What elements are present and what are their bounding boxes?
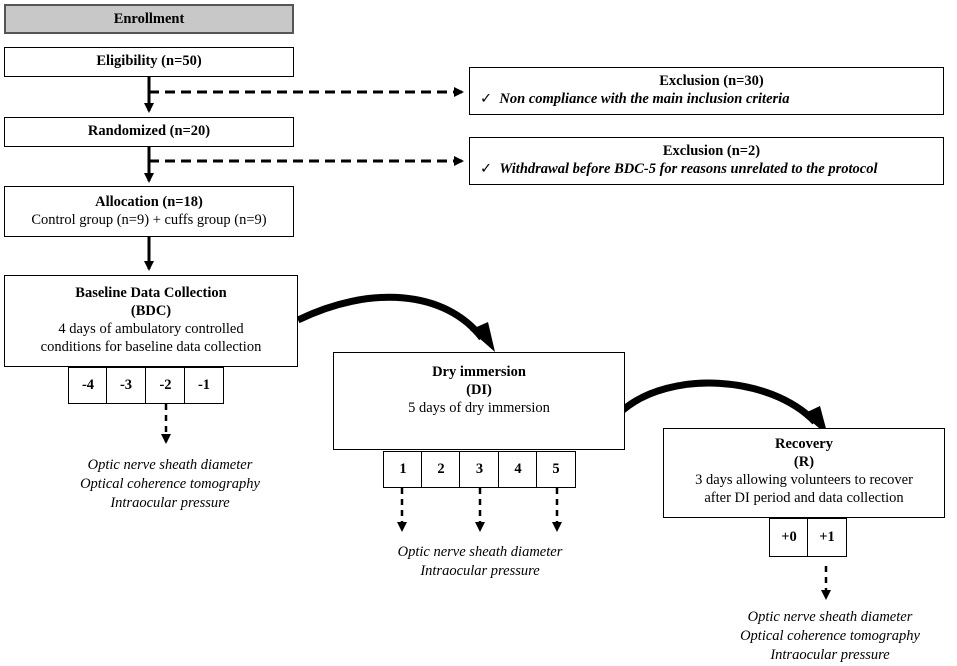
exclusion2-title: Exclusion (n=2) [662,143,761,159]
di-title: Dry immersion [432,364,526,380]
recovery-line2: after DI period and data collection [704,490,904,506]
bdc-day: -4 [68,367,108,404]
bdc-line1: 4 days of ambulatory controlled [58,321,244,337]
recovery-day: +1 [807,518,847,557]
recovery-title: Recovery [775,436,833,452]
exclusion2-text: Withdrawal before BDC-5 for reasons unre… [499,161,878,177]
enrollment-title: Enrollment [113,11,185,27]
bdc-measures: Optic nerve sheath diameter Optical cohe… [40,456,300,513]
bdc-day: -2 [145,367,186,404]
bdc-title: Baseline Data Collection [75,285,227,301]
bdc-day: -3 [106,367,146,404]
di-day: 5 [536,451,576,488]
recovery-abbr: (R) [793,454,815,470]
di-day: 4 [498,451,538,488]
measure-onsd: Optic nerve sheath diameter [87,457,253,473]
di-line1: 5 days of dry immersion [408,400,550,416]
allocation-box: Allocation (n=18) Control group (n=9) + … [4,186,294,237]
allocation-title: Allocation (n=18) [95,194,203,210]
di-day: 1 [383,451,423,488]
measure-onsd: Optic nerve sheath diameter [747,609,913,625]
bdc-box: Baseline Data Collection (BDC) 4 days of… [4,275,298,367]
check-icon: ✓ [480,161,493,177]
di-box: Dry immersion (DI) 5 days of dry immersi… [333,352,625,450]
measure-oct: Optical coherence tomography [740,628,920,644]
measure-iop: Intraocular pressure [110,495,230,511]
measure-onsd: Optic nerve sheath diameter [397,544,563,560]
allocation-text: Control group (n=9) + cuffs group (n=9) [31,212,267,228]
check-icon: ✓ [480,91,493,107]
exclusion1-title: Exclusion (n=30) [659,73,764,89]
exclusion1-text: Non compliance with the main inclusion c… [499,91,790,107]
randomized-box: Randomized (n=20) [4,117,294,147]
recovery-box: Recovery (R) 3 days allowing volunteers … [663,428,945,518]
di-measures: Optic nerve sheath diameter Intraocular … [350,543,610,581]
di-abbr: (DI) [466,382,492,398]
measure-iop: Intraocular pressure [770,647,890,663]
measure-iop: Intraocular pressure [420,563,540,579]
di-day: 2 [421,451,461,488]
exclusion2-box: Exclusion (n=2) ✓ Withdrawal before BDC-… [469,137,944,185]
exclusion1-box: Exclusion (n=30) ✓ Non compliance with t… [469,67,944,115]
eligibility-title: Eligibility (n=50) [96,53,202,69]
bdc-line2: conditions for baseline data collection [40,339,262,355]
curve-bdc-di [296,293,485,341]
recovery-line1: 3 days allowing volunteers to recover [695,472,913,488]
eligibility-box: Eligibility (n=50) [4,47,294,77]
di-day: 3 [459,451,500,488]
bdc-day: -1 [184,367,224,404]
recovery-day: +0 [769,518,809,557]
recovery-measures: Optic nerve sheath diameter Optical cohe… [700,608,957,665]
randomized-title: Randomized (n=20) [87,123,211,139]
curve-di-recovery [620,379,818,425]
curve-bdc-di-head [470,322,495,352]
enrollment-box: Enrollment [4,4,294,34]
measure-oct: Optical coherence tomography [80,476,260,492]
bdc-abbr: (BDC) [130,303,172,319]
